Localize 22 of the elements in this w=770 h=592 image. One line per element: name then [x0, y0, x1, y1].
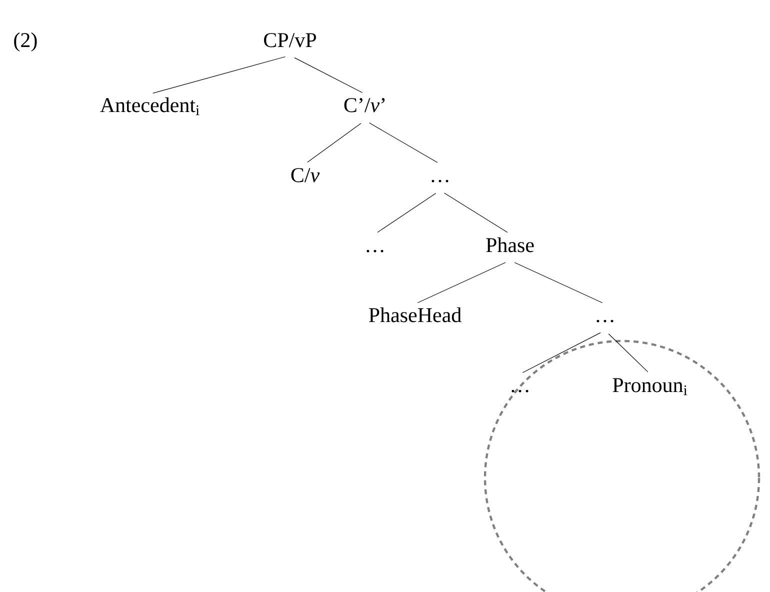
tree-label: … — [432, 180, 448, 182]
tree-label: … — [512, 390, 528, 392]
example-number: (2) — [14, 32, 37, 52]
tree-label: … — [366, 250, 384, 252]
branch-line — [152, 56, 286, 94]
branch-line — [608, 334, 648, 372]
tree-label: C/v — [291, 168, 320, 182]
tree-label: C’/v’ — [344, 98, 385, 112]
branch-line — [294, 57, 363, 93]
branch-line — [417, 262, 506, 304]
branch-line — [514, 262, 603, 304]
tree-label: … — [596, 320, 614, 322]
tree-label: PhaseHead — [368, 307, 462, 322]
tree-label: Pronoun$_{i}$ — [612, 378, 688, 396]
branch-line — [522, 332, 601, 373]
tree-label: Antecedent$_{i}$ — [100, 97, 200, 116]
tree-label: Phase — [486, 237, 534, 252]
branch-line — [377, 192, 436, 233]
tree-label: CP/vP — [264, 33, 316, 48]
branch-line — [307, 123, 362, 163]
branch-line — [444, 192, 508, 233]
branch-line — [369, 122, 438, 163]
